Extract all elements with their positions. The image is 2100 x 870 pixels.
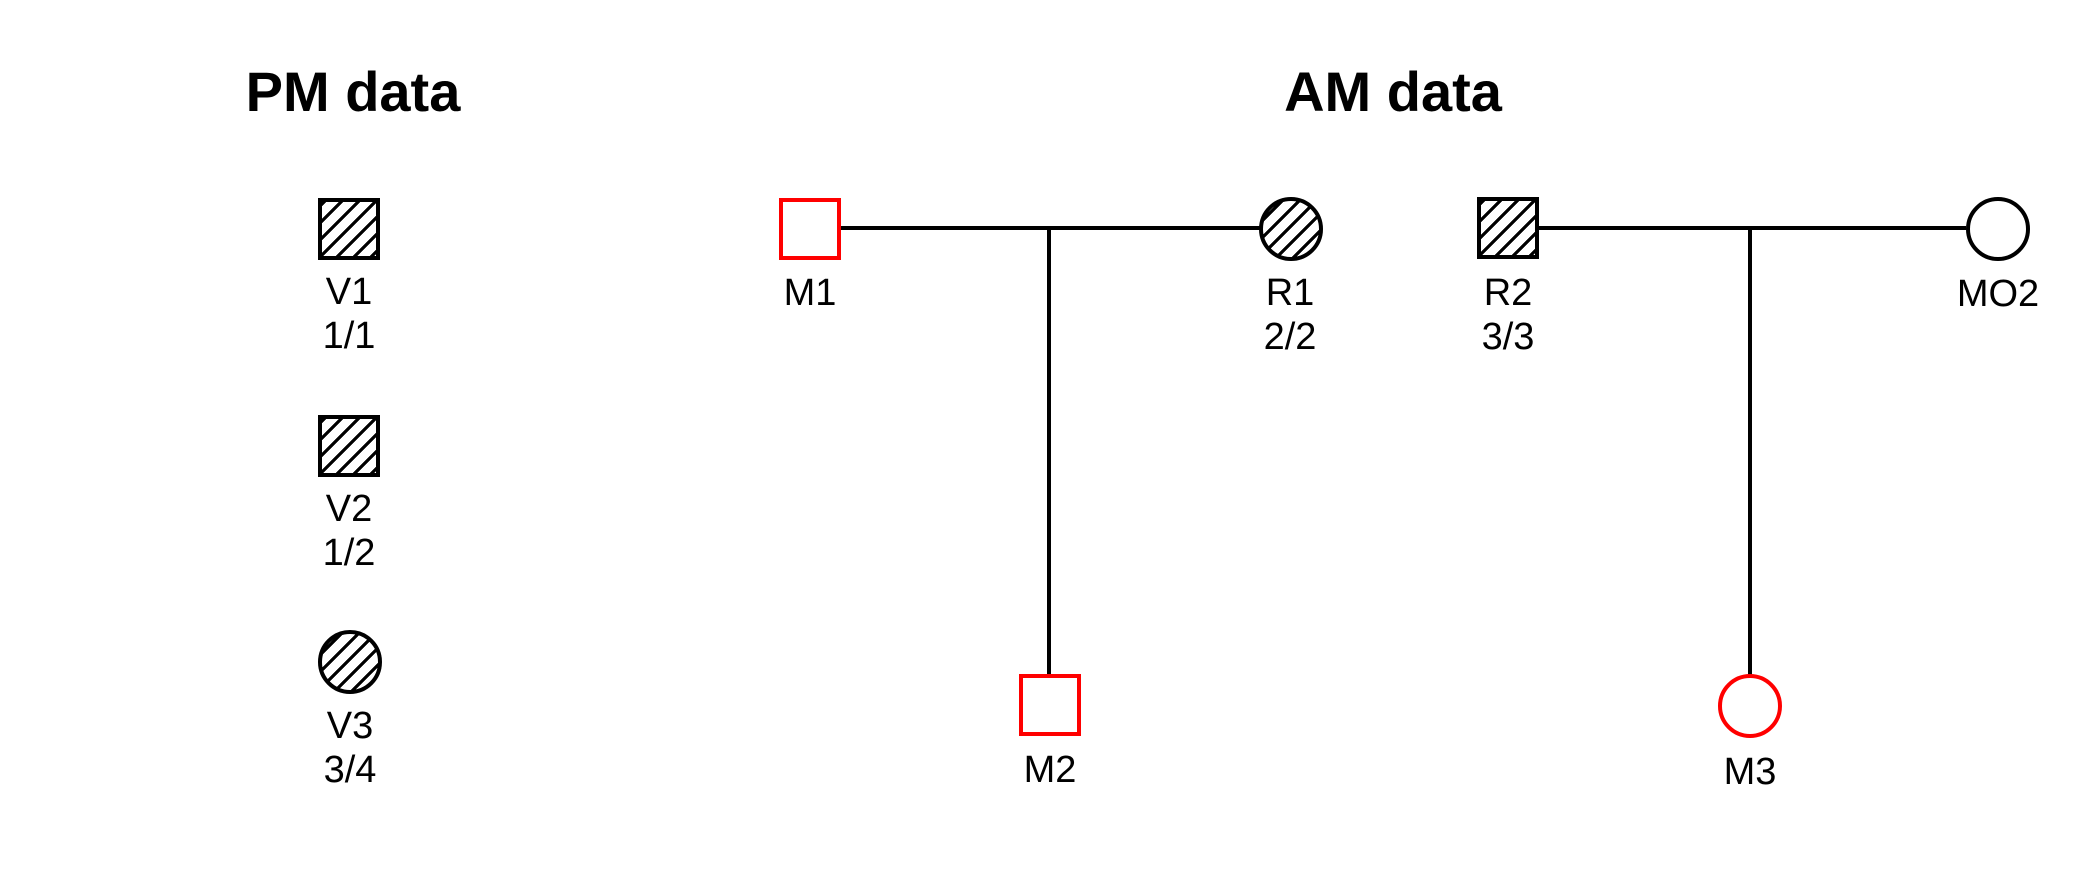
am-data-title: AM data <box>1284 60 1502 123</box>
v1-hatched-square-symbol <box>318 198 380 260</box>
m2-label: M2 <box>940 748 1160 792</box>
r1-hatched-circle-symbol <box>1259 197 1323 261</box>
m3-red-circle-symbol <box>1718 674 1782 738</box>
m2-red-square-symbol <box>1019 674 1081 736</box>
m1-red-square-symbol <box>779 198 841 260</box>
mo2-plain-circle-symbol <box>1966 197 2030 261</box>
v3-label: V3 3/4 <box>240 704 460 792</box>
r2-id: R2 <box>1483 272 1533 314</box>
v1-id: V1 <box>325 271 373 313</box>
r1-genotype: 2/2 <box>1263 316 1317 358</box>
family2-child-line <box>1748 228 1752 676</box>
v3-id: V3 <box>326 705 374 747</box>
m2-id: M2 <box>1023 749 1077 791</box>
v1-genotype: 1/1 <box>322 315 376 357</box>
m1-label: M1 <box>700 271 920 315</box>
v2-genotype: 1/2 <box>322 532 376 574</box>
v2-hatched-square-symbol <box>318 415 380 477</box>
r2-hatched-square-symbol <box>1477 197 1539 259</box>
v2-id: V2 <box>325 488 373 530</box>
r2-label: R2 3/3 <box>1398 271 1618 359</box>
v3-hatched-circle-symbol <box>318 630 382 694</box>
mo2-id: MO2 <box>1956 273 2040 315</box>
v3-genotype: 3/4 <box>323 749 377 791</box>
m3-id: M3 <box>1723 751 1777 793</box>
m1-id: M1 <box>783 272 837 314</box>
m3-label: M3 <box>1640 750 1860 794</box>
v2-label: V2 1/2 <box>239 487 459 575</box>
r2-genotype: 3/3 <box>1481 316 1535 358</box>
r1-label: R1 2/2 <box>1180 271 1400 359</box>
r1-id: R1 <box>1265 272 1315 314</box>
v1-label: V1 1/1 <box>239 270 459 358</box>
family1-child-line <box>1047 228 1051 676</box>
pm-data-title: PM data <box>245 60 461 123</box>
mo2-label: MO2 <box>1888 272 2100 316</box>
